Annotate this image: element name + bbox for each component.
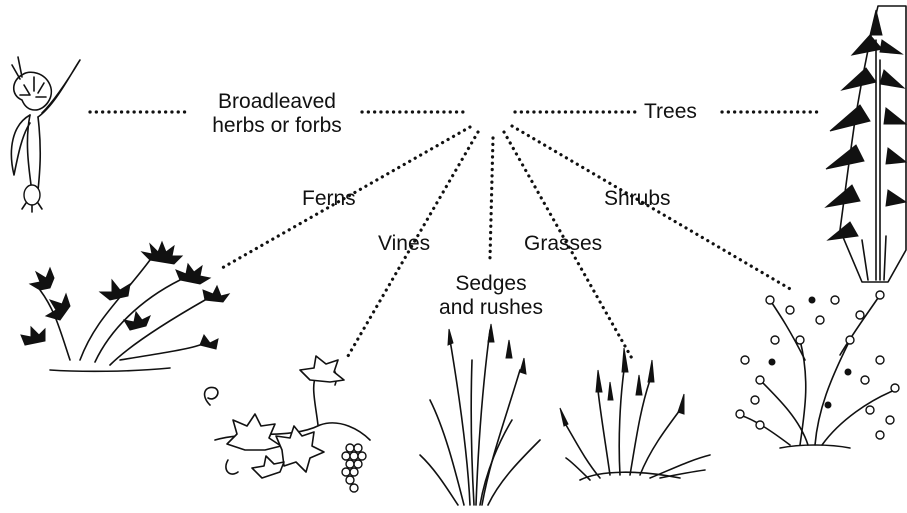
fern-icon xyxy=(21,242,229,371)
connector-sedges xyxy=(490,138,493,258)
shrub-foliage xyxy=(736,291,899,439)
label-sedges-rushes: Sedges and rushes xyxy=(422,272,560,320)
label-broadleaved-line1: Broadleaved xyxy=(192,90,362,114)
label-trees: Trees xyxy=(644,100,697,124)
grape-cluster xyxy=(342,444,366,492)
grass-icon xyxy=(560,348,710,480)
forb-icon xyxy=(11,57,80,212)
tree-icon xyxy=(826,6,906,282)
label-sedges-line1: Sedges xyxy=(422,272,560,296)
label-broadleaved-line2: herbs or forbs xyxy=(192,114,362,138)
vine-icon xyxy=(205,356,370,492)
label-ferns: Ferns xyxy=(302,187,356,211)
connector-lines xyxy=(90,112,818,362)
label-vines: Vines xyxy=(378,232,430,256)
label-grasses: Grasses xyxy=(524,232,602,256)
label-shrubs: Shrubs xyxy=(604,187,671,211)
label-broadleaved-herbs: Broadleaved herbs or forbs xyxy=(192,90,362,138)
sedge-icon xyxy=(420,324,540,505)
label-sedges-line2: and rushes xyxy=(422,296,560,320)
shrub-icon xyxy=(736,291,899,448)
